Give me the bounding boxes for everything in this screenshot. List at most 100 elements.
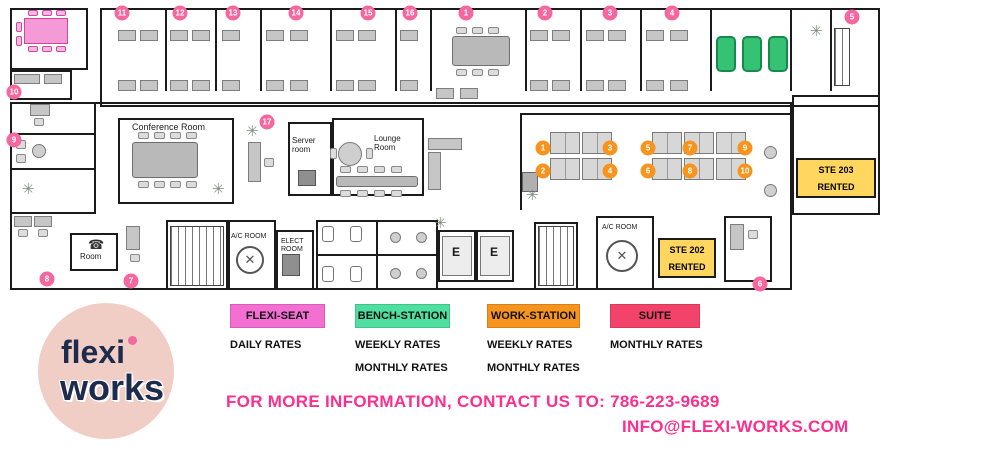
ws bbox=[652, 132, 682, 154]
chair bbox=[391, 166, 402, 173]
wall-segment bbox=[10, 168, 96, 170]
legend-swatch-work-station: WORK-STATION bbox=[487, 304, 580, 328]
room-wall bbox=[534, 222, 578, 290]
pinkchair bbox=[42, 10, 52, 16]
room-wall bbox=[118, 118, 234, 204]
deskv bbox=[730, 224, 744, 250]
room-wall bbox=[70, 233, 118, 271]
wall-segment bbox=[520, 113, 522, 210]
stairs bbox=[538, 226, 574, 286]
fan-icon: ✕ bbox=[606, 240, 638, 272]
round bbox=[390, 268, 401, 279]
round bbox=[32, 144, 46, 158]
unit-marker-pink: 5 bbox=[844, 9, 860, 25]
legend-rate: MONTHLY RATES bbox=[355, 362, 448, 374]
greenchair bbox=[716, 36, 736, 72]
legend-label-flexi-seat: FLEXI-SEAT bbox=[245, 310, 310, 322]
unit-marker-pink: 8 bbox=[39, 271, 55, 287]
logo-dot-icon bbox=[128, 336, 138, 345]
pinkchair bbox=[28, 10, 38, 16]
room-wall bbox=[228, 220, 276, 290]
legend-swatch-flexi-seat: FLEXI-SEAT bbox=[230, 304, 325, 328]
desk bbox=[118, 30, 136, 41]
chair bbox=[18, 229, 28, 237]
pinkchair bbox=[56, 46, 66, 52]
unit-marker-pink: 15 bbox=[360, 5, 376, 21]
fan-icon: ✕ bbox=[236, 246, 264, 274]
logo-flexi-text: flexi bbox=[61, 336, 138, 368]
chair bbox=[154, 181, 165, 188]
pinkchair bbox=[16, 36, 22, 46]
chair bbox=[366, 148, 373, 159]
workstation-marker-orange: 6 bbox=[640, 163, 656, 179]
desk bbox=[34, 216, 52, 227]
legend-swatch-suite: SUITE bbox=[610, 304, 700, 328]
wc bbox=[322, 226, 334, 242]
room-wall bbox=[10, 8, 88, 70]
room-wall bbox=[288, 122, 332, 196]
ws bbox=[652, 158, 682, 180]
desk bbox=[118, 80, 136, 91]
room-label: Server room bbox=[292, 136, 316, 155]
deskv bbox=[126, 226, 140, 250]
legend-item-work-station: WORK-STATION WEEKLY RATES MONTHLY RATES bbox=[487, 304, 580, 374]
wall-segment bbox=[330, 10, 332, 91]
wall-segment bbox=[525, 10, 527, 91]
wall-segment bbox=[580, 10, 582, 91]
desk bbox=[400, 80, 418, 91]
legend-rate: WEEKLY RATES bbox=[487, 339, 573, 351]
wall-segment bbox=[640, 10, 642, 91]
chair bbox=[472, 69, 483, 76]
chair bbox=[357, 166, 368, 173]
room-label: Room bbox=[80, 252, 102, 261]
unit-marker-pink: 17 bbox=[259, 114, 275, 130]
wall-segment bbox=[830, 10, 832, 91]
wall-segment bbox=[710, 10, 712, 91]
suite-number: STE 203 bbox=[818, 164, 854, 175]
desk bbox=[530, 80, 548, 91]
round bbox=[390, 232, 401, 243]
elevcar bbox=[442, 236, 472, 276]
stairs bbox=[834, 28, 850, 86]
ctable bbox=[132, 142, 198, 178]
contact-phone-line: FOR MORE INFORMATION, CONTACT US TO: 786… bbox=[226, 392, 720, 411]
chair bbox=[488, 27, 499, 34]
suite-status: RENTED bbox=[668, 261, 706, 272]
chair bbox=[748, 230, 758, 239]
room-label: ELECT ROOM bbox=[281, 238, 304, 254]
legend-rate: MONTHLY RATES bbox=[487, 362, 580, 374]
desk bbox=[428, 138, 462, 150]
desk bbox=[670, 30, 688, 41]
room-label: E bbox=[452, 245, 461, 259]
legend-item-suite: SUITE MONTHLY RATES bbox=[610, 304, 703, 374]
unit-marker-pink: 1 bbox=[458, 5, 474, 21]
unit-marker-pink: 11 bbox=[114, 5, 130, 21]
dark bbox=[298, 170, 316, 186]
workstation-marker-orange: 10 bbox=[737, 163, 753, 179]
room-wall bbox=[476, 230, 514, 282]
greenchair bbox=[768, 36, 788, 72]
desk bbox=[646, 80, 664, 91]
table bbox=[336, 176, 418, 187]
wall-segment bbox=[395, 10, 397, 91]
wall-segment bbox=[260, 10, 262, 91]
workstation-marker-orange: 7 bbox=[682, 140, 698, 156]
chair bbox=[456, 69, 467, 76]
desk bbox=[140, 30, 158, 41]
wc bbox=[350, 226, 362, 242]
round bbox=[416, 268, 427, 279]
plant-icon: ✳ bbox=[810, 23, 823, 40]
wall-segment bbox=[10, 212, 96, 214]
workstation-marker-orange: 5 bbox=[640, 140, 656, 156]
desk bbox=[44, 74, 62, 84]
desk bbox=[170, 30, 188, 41]
desk bbox=[336, 30, 354, 41]
legend-label-work-station: WORK-STATION bbox=[490, 310, 577, 322]
desk bbox=[646, 30, 664, 41]
chair bbox=[472, 27, 483, 34]
workstation-marker-orange: 4 bbox=[602, 163, 618, 179]
legend-label-bench-station: BENCH-STATION bbox=[357, 310, 448, 322]
wall-segment bbox=[165, 10, 167, 91]
chair bbox=[16, 154, 26, 163]
